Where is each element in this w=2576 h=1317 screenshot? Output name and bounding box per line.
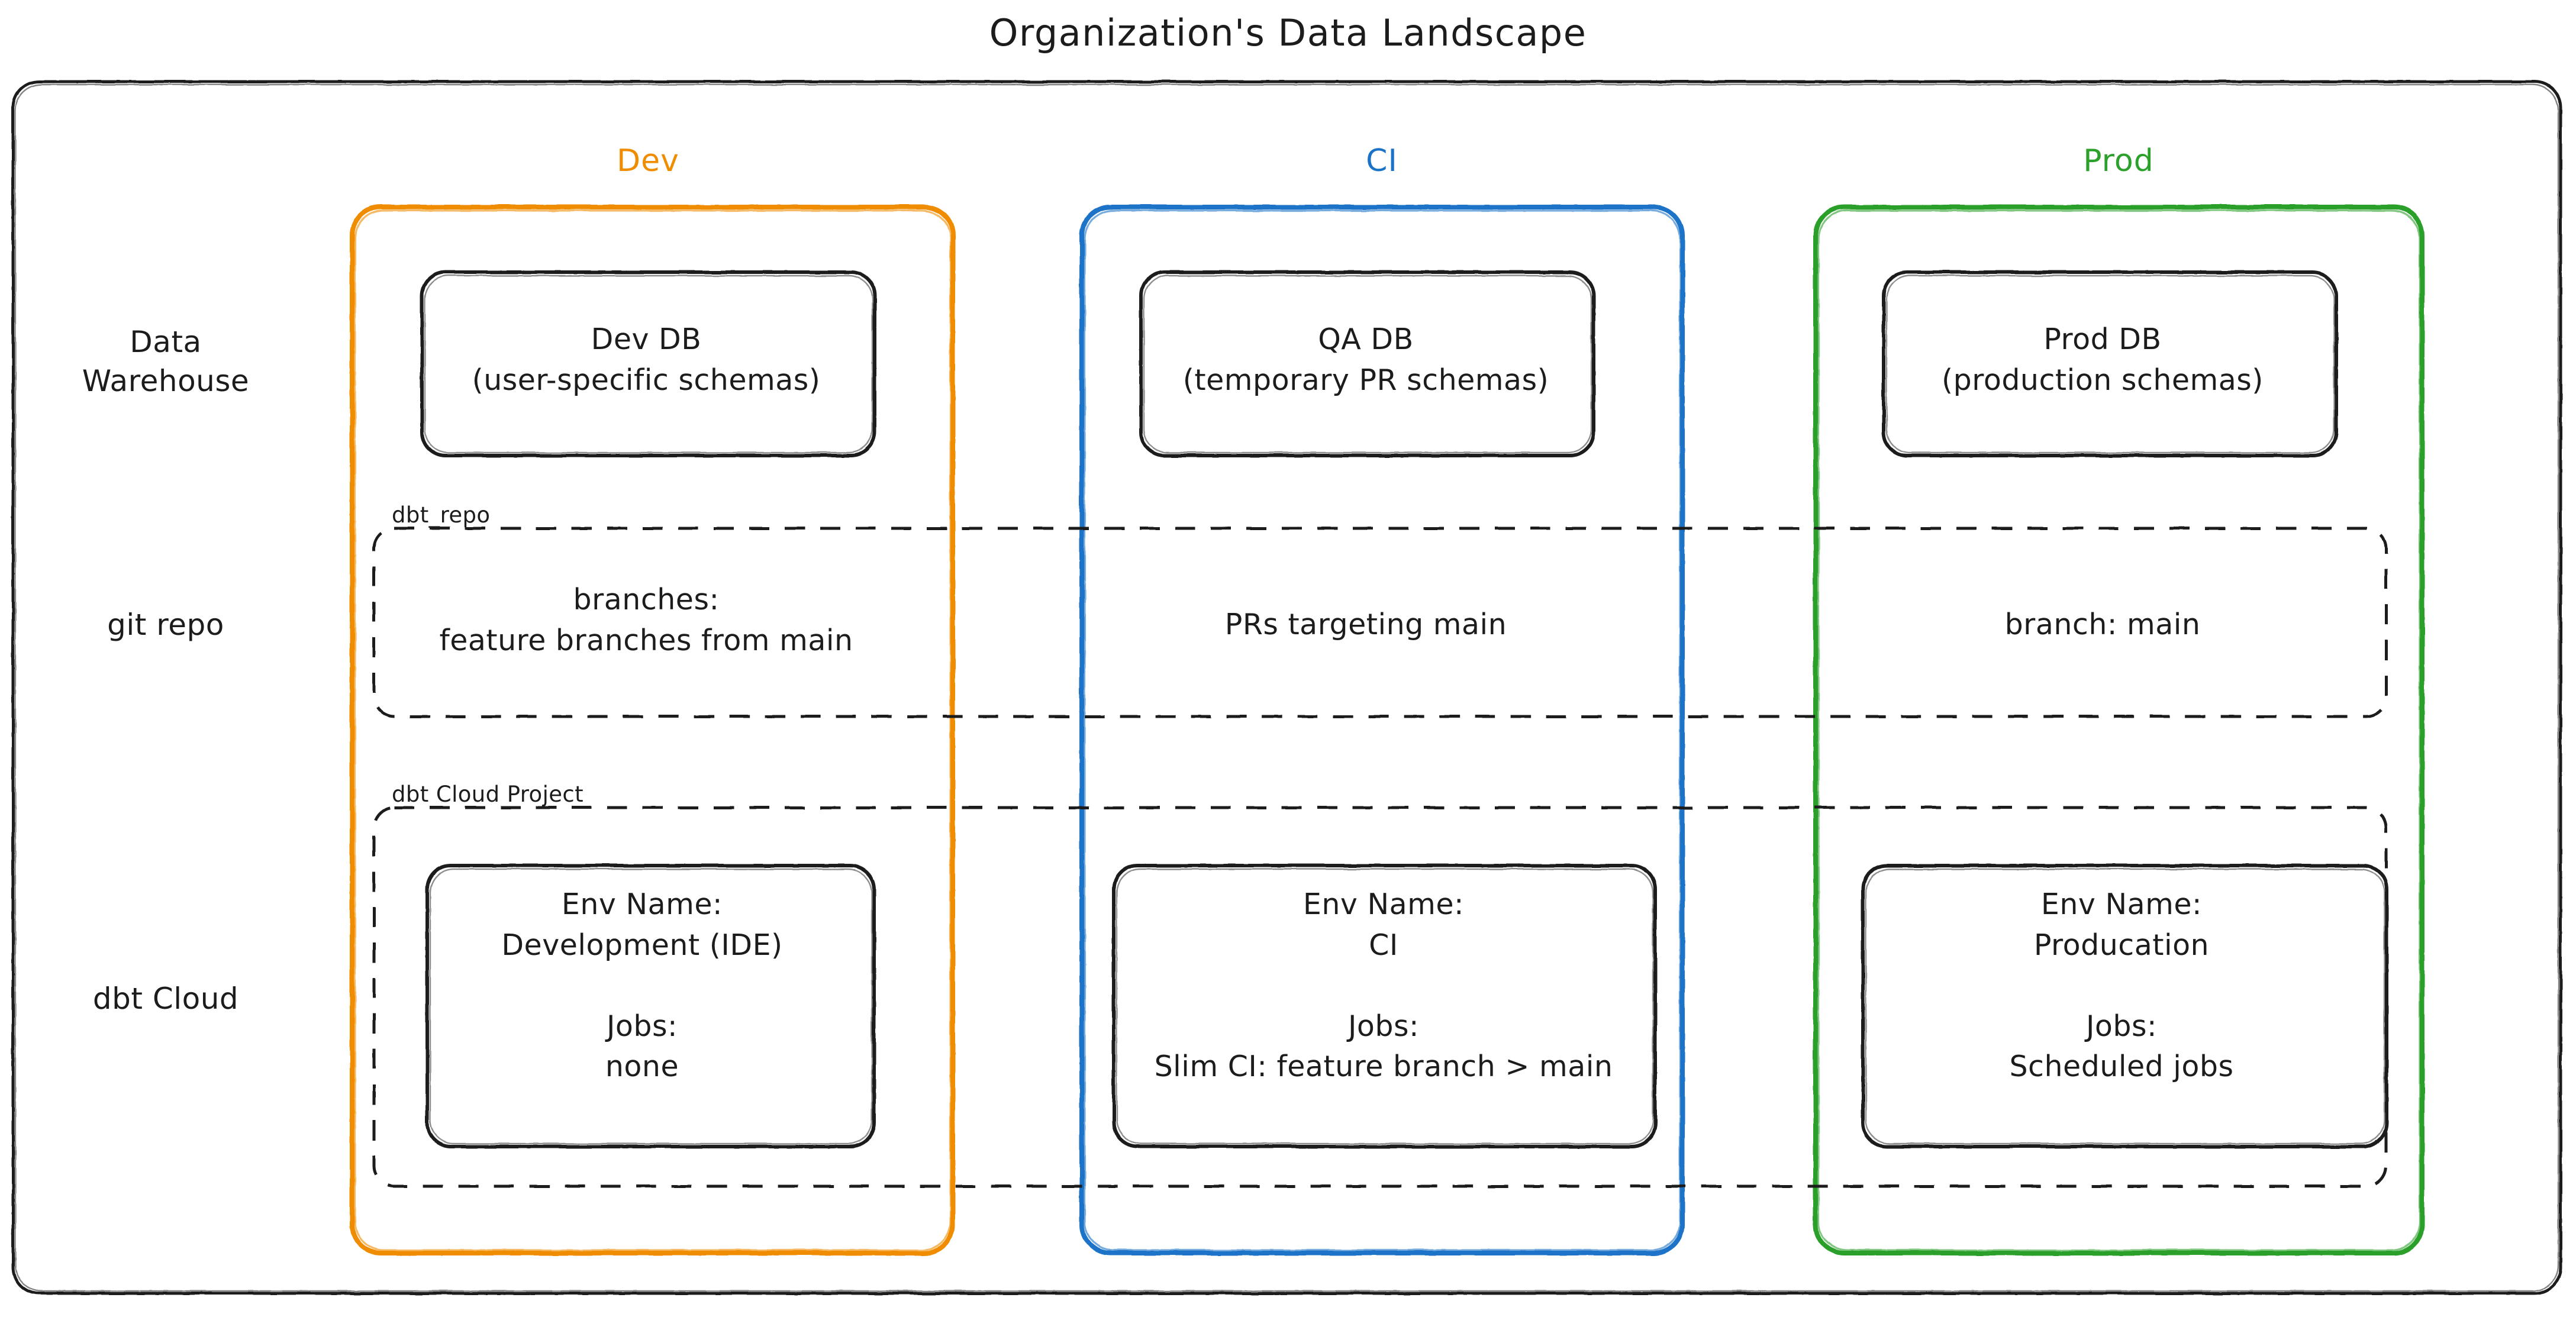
node-label-dbtcloud-prod: Env Name: Producation Jobs: Scheduled jo… xyxy=(2009,887,2234,1084)
page-title: Organization's Data Landscape xyxy=(989,11,1587,54)
node-label-dbtcloud-dev: Env Name: Development (IDE) Jobs: none xyxy=(501,887,783,1084)
column-header-dev: Dev xyxy=(617,143,679,179)
node-label-git-prod: branch: main xyxy=(2004,608,2201,641)
node-label-warehouse-ci: QA DB (temporary PR schemas) xyxy=(1182,322,1549,397)
column-header-prod: Prod xyxy=(2083,143,2154,179)
node-label-dbtcloud-ci: Env Name: CI Jobs: Slim CI: feature bran… xyxy=(1154,887,1613,1084)
row-label-data-warehouse: Data Warehouse xyxy=(82,325,250,398)
group-label-dbt-cloud-project: dbt Cloud Project xyxy=(392,782,584,807)
row-label-git-repo: git repo xyxy=(107,608,224,642)
node-label-git-dev: branches: feature branches from main xyxy=(439,583,853,657)
node-label-warehouse-dev: Dev DB (user-specific schemas) xyxy=(472,322,821,397)
outer-frame xyxy=(11,80,2562,1295)
node-label-warehouse-prod: Prod DB (production schemas) xyxy=(1942,322,2264,397)
column-header-ci: CI xyxy=(1366,143,1398,179)
node-label-git-ci: PRs targeting main xyxy=(1224,608,1507,641)
group-label-dbt-repo: dbt_repo xyxy=(392,502,491,528)
row-label-dbt-cloud: dbt Cloud xyxy=(92,982,239,1016)
